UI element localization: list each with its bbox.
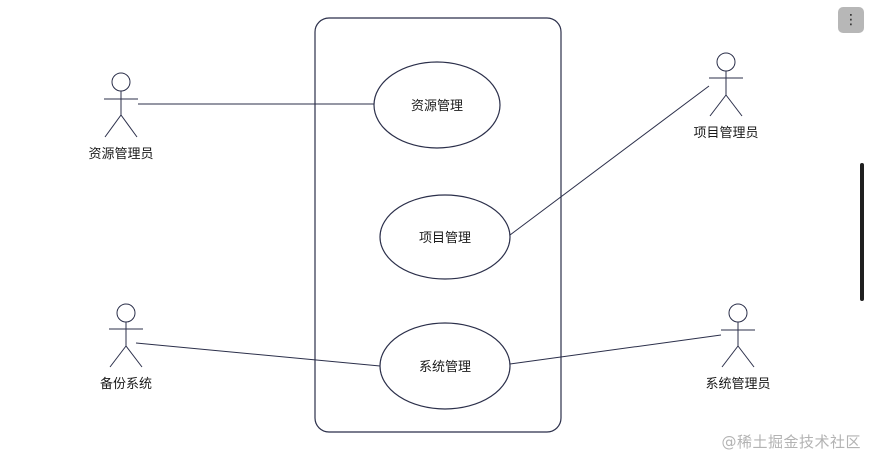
association-backup-system <box>135 342 381 367</box>
system-boundary <box>314 17 562 433</box>
actor-resource-admin-label: 资源管理员 <box>88 147 153 162</box>
actor-backup-system-label: 备份系统 <box>100 376 152 392</box>
actor-head-icon <box>116 303 136 323</box>
association-system-admin <box>509 334 722 365</box>
vertical-scrollbar[interactable] <box>860 163 864 301</box>
actor-head-icon <box>716 52 736 72</box>
use-case-resource: 资源管理 <box>373 61 501 149</box>
actor-project-admin-label: 项目管理员 <box>693 126 758 141</box>
vertical-dots-icon: ⋮ <box>844 12 858 28</box>
actor-project-admin <box>709 52 743 117</box>
actor-system-admin-label: 系统管理员 <box>705 377 770 392</box>
actor-system-admin <box>721 303 755 368</box>
actor-head-icon <box>111 72 131 92</box>
watermark: @稀土掘金技术社区 <box>721 433 861 451</box>
use-case-system: 系统管理 <box>379 322 511 410</box>
actor-resource-admin <box>104 72 138 138</box>
actor-backup-system <box>109 303 143 368</box>
actor-head-icon <box>728 303 748 323</box>
use-case-resource-label: 资源管理 <box>411 99 463 114</box>
use-case-system-label: 系统管理 <box>419 360 471 375</box>
more-options-button[interactable]: ⋮ <box>838 7 864 33</box>
use-case-project-label: 项目管理 <box>419 231 471 246</box>
association-project-admin <box>509 85 710 236</box>
use-case-project: 项目管理 <box>379 194 511 280</box>
